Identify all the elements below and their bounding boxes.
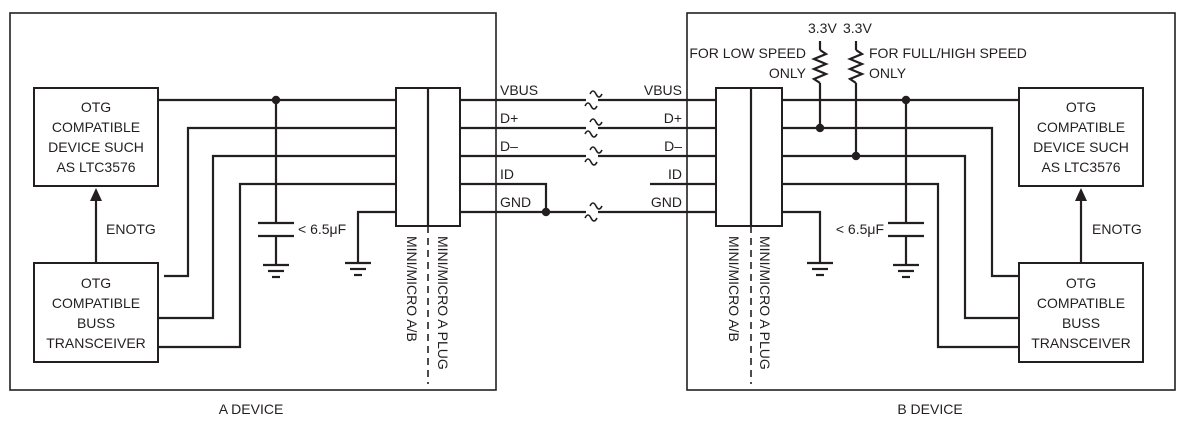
- a-signal-gnd: GND: [500, 194, 531, 210]
- b-signal-gnd: GND: [651, 194, 682, 210]
- a-device-frame: [9, 12, 497, 391]
- b-signal-dplus: D+: [664, 110, 682, 126]
- b-transceiver-line-4: TRANSCEIVER: [1031, 335, 1131, 351]
- b-full-speed-line-1: FOR FULL/HIGH SPEED: [869, 45, 1027, 61]
- b-rpu-full-resistor: [847, 49, 865, 84]
- a-dplus-wire: [164, 126, 396, 278]
- b-connector-label-right: MINI/MICRO A PLUG: [757, 236, 773, 370]
- b-signal-vbus: VBUS: [644, 82, 682, 98]
- a-connector-label-right: MINI/MICRO A PLUG: [435, 236, 451, 370]
- b-device-title: B DEVICE: [897, 401, 962, 417]
- a-dminus-wire: [158, 154, 396, 320]
- a-id-wire: [158, 182, 396, 349]
- a-enotg-arrow-icon: [90, 188, 102, 201]
- b-dminus-wire: [782, 154, 1019, 320]
- b-pullup-voltage-2: 3.3V: [843, 20, 872, 36]
- b-transceiver-line-3: BUSS: [1062, 315, 1100, 331]
- a-otg-device-line-1: OTG: [81, 99, 111, 115]
- a-transceiver-block: [33, 262, 159, 363]
- a-otg-device-line-3: DEVICE SUCH: [48, 139, 144, 155]
- a-id-to-gnd-wire: [460, 182, 548, 212]
- b-signal-id: ID: [668, 166, 682, 182]
- a-transceiver-line-3: BUSS: [77, 315, 115, 331]
- b-pullup-voltage-1: 3.3V: [808, 20, 837, 36]
- b-connector: [715, 87, 783, 227]
- a-otg-device-block: [33, 87, 159, 187]
- b-device-frame: [686, 12, 1176, 391]
- a-gnd-wire: [356, 210, 396, 262]
- a-signal-dplus: D+: [500, 110, 518, 126]
- b-cap-label: < 6.5μF: [836, 221, 884, 237]
- b-transceiver-line-1: OTG: [1066, 275, 1096, 291]
- b-otg-device-line-4: AS LTC3576: [1041, 159, 1120, 175]
- b-full-speed-line-2: ONLY: [869, 65, 907, 81]
- b-low-speed-line-1: FOR LOW SPEED: [689, 45, 806, 61]
- b-transceiver-block: [1018, 262, 1144, 363]
- cable-break-gnd-icon: [584, 202, 603, 222]
- a-signal-dminus: D–: [500, 138, 518, 154]
- a-otg-device-line-2: COMPATIBLE: [52, 119, 140, 135]
- a-cap-label: < 6.5μF: [298, 221, 346, 237]
- b-gnd-wire: [782, 210, 822, 262]
- b-otg-device-block: [1018, 87, 1144, 187]
- cable-break-dminus-icon: [584, 146, 603, 166]
- b-transceiver-line-2: COMPATIBLE: [1037, 295, 1125, 311]
- b-otg-device-line-3: DEVICE SUCH: [1033, 139, 1129, 155]
- b-connector-label-left: MINI/MICRO A/B: [726, 236, 742, 342]
- b-dplus-junction: [815, 123, 825, 133]
- a-transceiver-line-4: TRANSCEIVER: [46, 335, 146, 351]
- a-enotg-label: ENOTG: [106, 221, 156, 237]
- b-id-wire: [782, 182, 1019, 349]
- cable-break-dplus-icon: [584, 118, 603, 138]
- a-signal-id: ID: [500, 166, 514, 182]
- a-id-gnd-junction: [541, 207, 551, 217]
- cable-break-vbus-icon: [584, 90, 603, 110]
- a-otg-device-line-4: AS LTC3576: [56, 159, 135, 175]
- b-low-speed-line-2: ONLY: [769, 65, 807, 81]
- b-otg-device-line-2: COMPATIBLE: [1037, 119, 1125, 135]
- b-dminus-junction: [851, 151, 861, 161]
- b-rpu-low-resistor: [811, 49, 829, 84]
- a-device-title: A DEVICE: [219, 401, 284, 417]
- a-transceiver-line-2: COMPATIBLE: [52, 295, 140, 311]
- b-enotg-arrow-icon: [1075, 188, 1087, 201]
- b-signal-dminus: D–: [664, 138, 682, 154]
- a-connector-label-left: MINI/MICRO A/B: [404, 236, 420, 342]
- b-otg-device-line-1: OTG: [1066, 99, 1096, 115]
- b-dplus-wire: [782, 126, 1019, 278]
- b-enotg-label: ENOTG: [1092, 221, 1142, 237]
- a-transceiver-line-1: OTG: [81, 275, 111, 291]
- a-signal-vbus: VBUS: [500, 82, 538, 98]
